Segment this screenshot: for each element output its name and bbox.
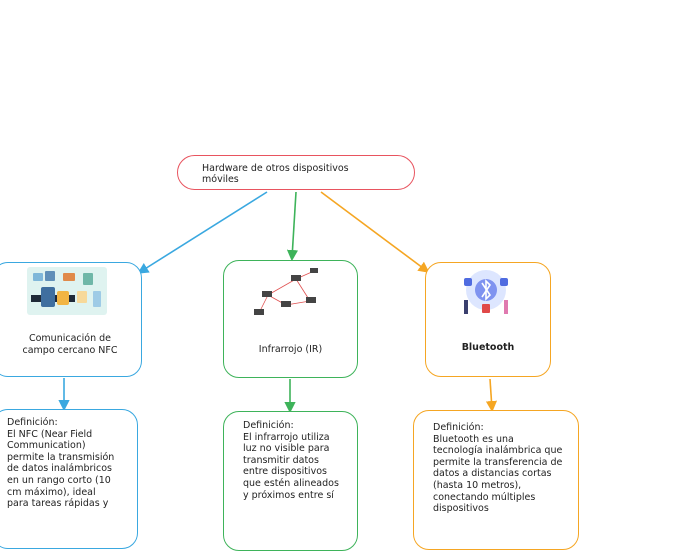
edge-bt-def bbox=[485, 378, 498, 413]
nfc-illustration-icon bbox=[27, 267, 107, 315]
topic-bluetooth-label: Bluetooth bbox=[461, 342, 515, 353]
definition-bluetooth[interactable]: Definición: Bluetooth es una tecnología … bbox=[413, 410, 579, 550]
topic-nfc[interactable]: Comunicación de campo cercano NFC bbox=[0, 262, 142, 377]
definition-nfc-text: Definición: El NFC (Near Field Communica… bbox=[7, 417, 115, 510]
definition-ir-text: Definición: El infrarrojo utiliza luz no… bbox=[243, 420, 339, 501]
topic-ir-label: Infrarrojo (IR) bbox=[258, 344, 323, 355]
network-laptops-icon bbox=[254, 268, 318, 315]
root-title: Hardware de otros dispositivos móviles bbox=[202, 163, 349, 185]
edge-root-bt bbox=[320, 191, 430, 273]
topic-nfc-label: Comunicación de campo cercano NFC bbox=[22, 333, 118, 356]
edge-root-nfc bbox=[137, 191, 268, 274]
definition-nfc[interactable]: Definición: El NFC (Near Field Communica… bbox=[0, 409, 138, 549]
definition-ir[interactable]: Definición: El infrarrojo utiliza luz no… bbox=[223, 411, 358, 551]
topic-ir[interactable]: Infrarrojo (IR) bbox=[223, 260, 358, 378]
definition-bluetooth-text: Definición: Bluetooth es una tecnología … bbox=[433, 422, 563, 515]
bluetooth-illustration-icon bbox=[464, 270, 508, 314]
root-topic[interactable]: Hardware de otros dispositivos móviles bbox=[177, 155, 415, 190]
topic-bluetooth[interactable]: Bluetooth bbox=[425, 262, 551, 377]
edge-root-ir bbox=[286, 191, 299, 262]
connector-layer bbox=[58, 191, 498, 414]
